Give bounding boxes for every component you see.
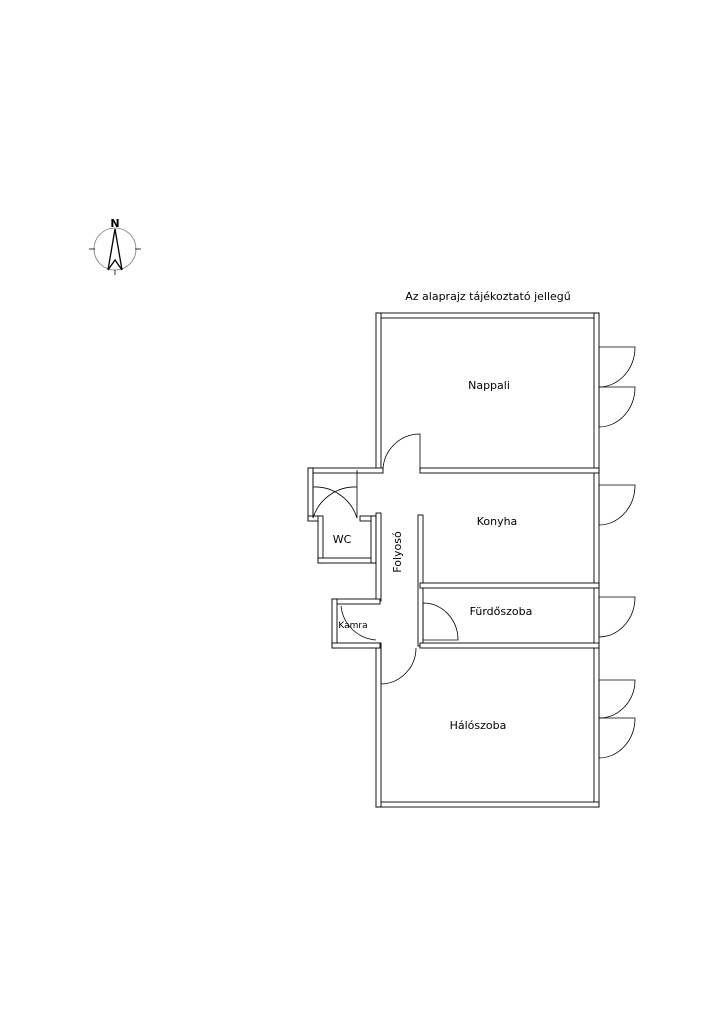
room-label-haloszoba: Hálószoba [450,719,507,732]
wall [331,598,338,649]
walls [307,312,600,808]
wall [307,467,314,521]
wall [375,312,382,473]
window-door-swing [598,679,636,719]
room-label-wc: WC [333,533,352,546]
window-door-swing [598,717,636,759]
room-label-nappali: Nappali [468,379,510,392]
room-label-kamra: Kamra [338,621,367,631]
doors [312,346,636,759]
wall [375,644,382,808]
north-arrow-icon [107,228,123,271]
wall [331,598,381,605]
wall [593,312,600,808]
window-door-swing [598,386,636,428]
wall [419,582,600,589]
window-door-swing [598,484,636,526]
door-swing-haloszoba [380,647,417,685]
wall [419,467,600,474]
wall [375,801,600,808]
room-label-folyoso: Folyosó [391,531,404,573]
wall [375,312,600,319]
window-door-swing [598,346,636,388]
wall [419,642,600,649]
north-label: N [110,217,119,230]
door-swing-nappali [382,433,421,471]
wall [317,557,377,564]
wall [370,515,377,564]
wall [331,642,381,649]
wall [375,512,382,602]
door-swing-lobby-2 [312,470,358,519]
compass-circle [93,227,137,271]
door-swing-lobby [312,470,358,519]
north-compass: N [89,217,141,275]
plan-note: Az alaprajz tájékoztató jellegű [405,290,571,303]
door-swing-furdo [422,602,459,641]
door-swing-kamra [340,605,377,641]
window-door-swing [598,596,636,638]
room-label-konyha: Konyha [477,515,518,528]
wall [417,514,424,647]
wall [307,467,384,474]
wall [317,515,324,564]
room-label-furdoszoba: Fürdőszoba [470,605,533,618]
